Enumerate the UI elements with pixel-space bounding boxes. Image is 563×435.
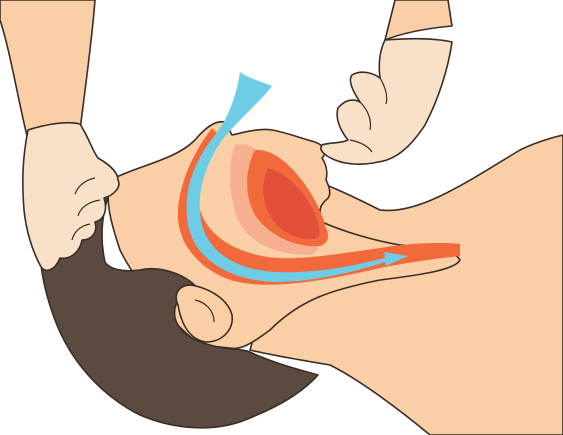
right-rescuer-arm: [385, 0, 452, 40]
left-glove-hand: [23, 123, 119, 271]
left-rescuer-arm: [0, 0, 95, 140]
